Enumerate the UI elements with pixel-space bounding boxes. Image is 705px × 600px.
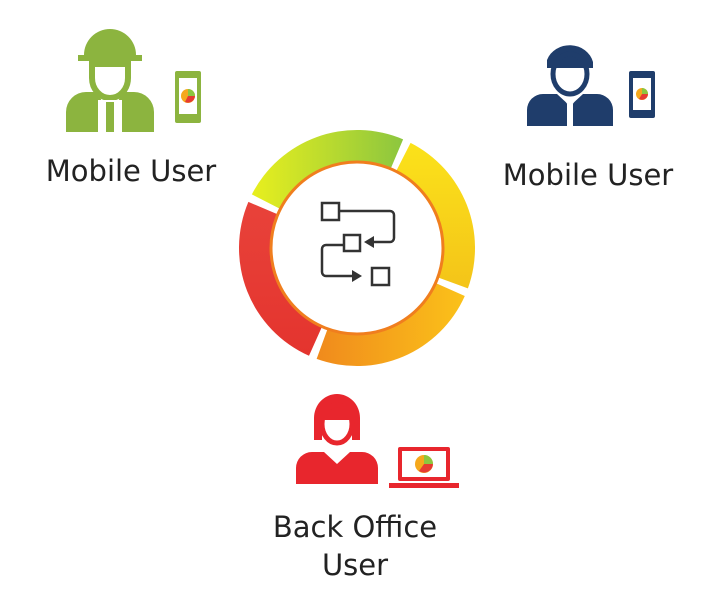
business-person-avatar xyxy=(527,45,613,126)
office-worker-label-line2: User xyxy=(321,548,389,582)
field-worker-avatar xyxy=(66,29,154,132)
office-worker-label-line1: Back Office xyxy=(272,510,438,544)
workflow-icon xyxy=(320,201,396,287)
office-worker-avatar xyxy=(296,394,378,484)
ring-segment-red xyxy=(238,201,323,356)
phone-icon xyxy=(175,71,201,123)
office-worker-label: Back Office User xyxy=(255,508,455,584)
phone-icon xyxy=(629,71,655,118)
laptop-icon xyxy=(389,447,459,488)
ring-segment-yellow xyxy=(396,142,475,289)
business-person-label: Mobile User xyxy=(502,158,674,192)
field-worker-label: Mobile User xyxy=(45,154,217,188)
ring-segment-orange xyxy=(316,282,465,366)
ring-segment-green xyxy=(251,130,404,209)
